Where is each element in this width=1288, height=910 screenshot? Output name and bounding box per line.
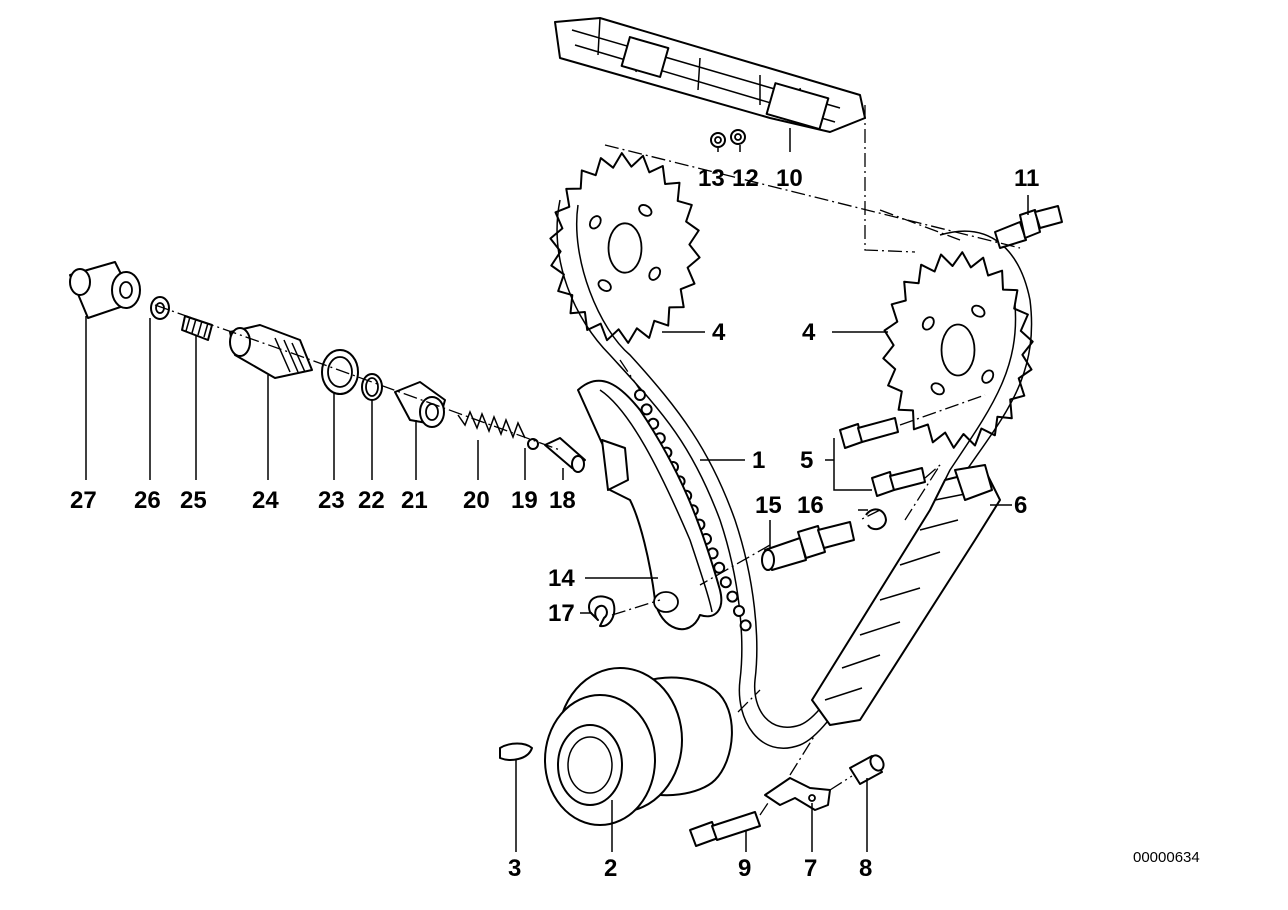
woodruff-key xyxy=(499,742,533,761)
callout-14: 14 xyxy=(548,565,575,592)
sprocket-slot xyxy=(981,369,995,384)
camshaft-sprocket-left xyxy=(549,152,701,344)
callout-3: 3 xyxy=(508,855,521,882)
sprocket-slot xyxy=(588,215,602,230)
callout-7: 7 xyxy=(804,855,817,882)
callout-8: 8 xyxy=(859,855,872,882)
callout-26: 26 xyxy=(134,487,161,514)
callout-17: 17 xyxy=(548,600,575,627)
spring-20 xyxy=(457,410,526,440)
spring-25 xyxy=(181,315,213,341)
seal-ring-23 xyxy=(321,349,359,395)
callout-2: 2 xyxy=(604,855,617,882)
callout-9: 9 xyxy=(738,855,751,882)
bracket-7 xyxy=(764,777,831,811)
callout-10: 10 xyxy=(776,165,803,192)
sprocket-hub xyxy=(607,222,643,274)
cap-27 xyxy=(69,261,141,319)
ball-19 xyxy=(527,438,539,450)
sprocket-slot xyxy=(638,204,653,217)
chain-roller xyxy=(726,590,739,603)
callouts: 1 2 3 4 4 5 6 7 8 9 10 11 12 13 14 15 16… xyxy=(70,165,1039,882)
leader-lines xyxy=(85,128,1029,852)
callout-27: 27 xyxy=(70,487,97,514)
upper-guide-rail xyxy=(554,17,866,133)
tensioner-rail xyxy=(577,379,723,631)
bolt-5-lower xyxy=(871,467,926,497)
circlip-17 xyxy=(588,595,616,628)
callout-15: 15 xyxy=(755,492,782,519)
o-ring-22 xyxy=(361,373,383,401)
bolt-11 xyxy=(994,205,1063,249)
callout-5: 5 xyxy=(800,447,813,474)
assembly-lines xyxy=(154,105,1021,816)
callout-13: 13 xyxy=(698,165,725,192)
sprocket-slot xyxy=(921,316,935,331)
callout-22: 22 xyxy=(358,487,385,514)
callout-19: 19 xyxy=(511,487,538,514)
sprocket-hub xyxy=(940,323,976,377)
timing-chain xyxy=(556,199,1033,749)
chain-roller xyxy=(739,619,752,632)
sprocket-slot xyxy=(597,279,612,292)
sprocket-slot xyxy=(648,266,662,281)
tensioner-body-24 xyxy=(229,324,313,379)
sprocket-slot xyxy=(930,382,945,396)
diagram-reference-number: 00000634 xyxy=(1133,849,1200,866)
chain-roller xyxy=(634,389,646,401)
callout-21: 21 xyxy=(401,487,428,514)
callout-6: 6 xyxy=(1014,492,1027,519)
chain-roller xyxy=(719,576,732,589)
callout-24: 24 xyxy=(252,487,279,514)
callout-25: 25 xyxy=(180,487,207,514)
nut-13 xyxy=(710,132,726,148)
callout-11: 11 xyxy=(1014,165,1039,192)
chain-roller xyxy=(640,403,653,416)
sprocket-slot xyxy=(971,304,986,318)
callout-20: 20 xyxy=(463,487,490,514)
crankshaft-sprocket xyxy=(544,667,733,826)
plunger-18 xyxy=(544,437,586,473)
camshaft-sprocket-right xyxy=(882,251,1034,449)
right-guide-rail xyxy=(811,464,1001,726)
sleeve-8 xyxy=(849,754,885,785)
callout-18: 18 xyxy=(549,487,576,514)
callout-1: 1 xyxy=(752,447,765,474)
washer-12 xyxy=(730,129,746,145)
chain-roller xyxy=(733,605,745,617)
bolt-5-upper xyxy=(839,417,899,449)
callout-23: 23 xyxy=(318,487,345,514)
pin-15 xyxy=(761,521,855,571)
callout-4-left: 4 xyxy=(712,319,726,346)
callout-4-right: 4 xyxy=(802,319,816,346)
callout-12: 12 xyxy=(732,165,759,192)
piston-21 xyxy=(394,381,446,428)
bolt-9 xyxy=(689,811,761,847)
callout-16: 16 xyxy=(797,492,824,519)
washer-26 xyxy=(150,296,170,320)
